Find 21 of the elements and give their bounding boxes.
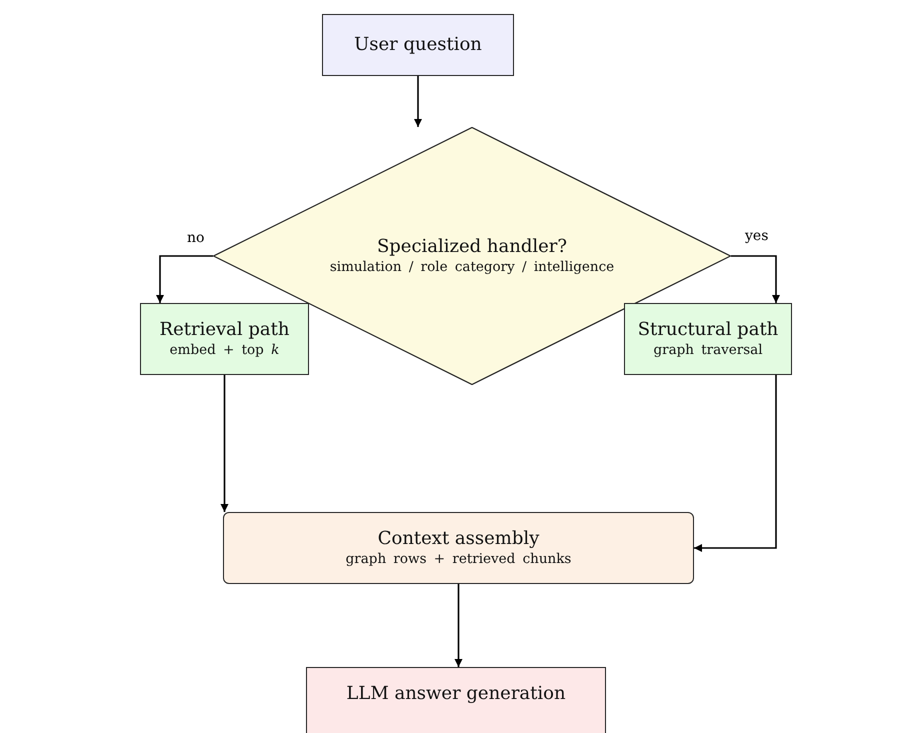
node-title: Retrieval path xyxy=(160,318,290,342)
arrow xyxy=(156,255,213,303)
process-box xyxy=(140,303,309,375)
node-title: User question xyxy=(354,33,482,57)
node-title: LLM answer generation xyxy=(346,682,566,706)
process-box xyxy=(624,303,792,375)
node-title: Specialized handler? xyxy=(376,234,568,258)
arrow xyxy=(731,255,780,303)
arrow xyxy=(414,76,422,127)
process-box xyxy=(223,512,694,584)
node-subtitle: graph traversal xyxy=(653,341,763,360)
node-subtitle: graph rows + retrieved chunks xyxy=(346,550,572,570)
arrow xyxy=(220,375,228,512)
output-box xyxy=(306,667,606,733)
node-title: Structural path xyxy=(638,318,778,342)
node-subtitle: embed + top k xyxy=(170,341,280,360)
arrow xyxy=(454,584,462,667)
node-title: Context assembly xyxy=(378,526,540,550)
arrow xyxy=(694,375,777,552)
node-subtitle: simulation / role category / intelligence xyxy=(330,258,614,278)
start-box xyxy=(322,14,514,76)
